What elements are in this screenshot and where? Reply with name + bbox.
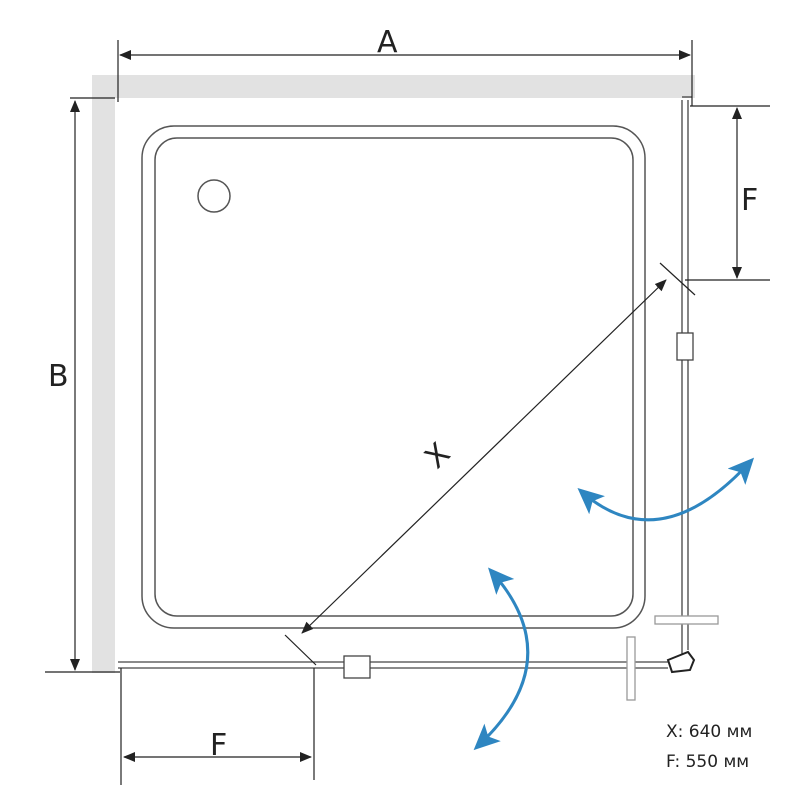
- label-b: B: [48, 359, 69, 394]
- drain-icon: [197, 179, 231, 213]
- swing-arrow-bottom: [473, 567, 530, 751]
- hinge-right: [676, 332, 694, 361]
- handle-bottom: [626, 636, 636, 701]
- swing-arrows: [473, 457, 755, 751]
- shower-tray: [141, 125, 646, 629]
- dimension-lines: [45, 40, 770, 785]
- corner-profile: [666, 650, 696, 674]
- label-a: A: [377, 25, 398, 60]
- wall: [92, 75, 695, 673]
- spec-f: F: 550 мм: [666, 752, 750, 772]
- label-f-bottom: F: [210, 728, 227, 763]
- glass-panels: [118, 96, 719, 701]
- label-x: X: [418, 436, 457, 475]
- hinge-bottom: [343, 655, 371, 679]
- spec-x: X: 640 мм: [666, 722, 753, 742]
- swing-arrow-right: [577, 457, 755, 522]
- label-f-right: F: [741, 183, 758, 218]
- handle-right: [654, 615, 719, 625]
